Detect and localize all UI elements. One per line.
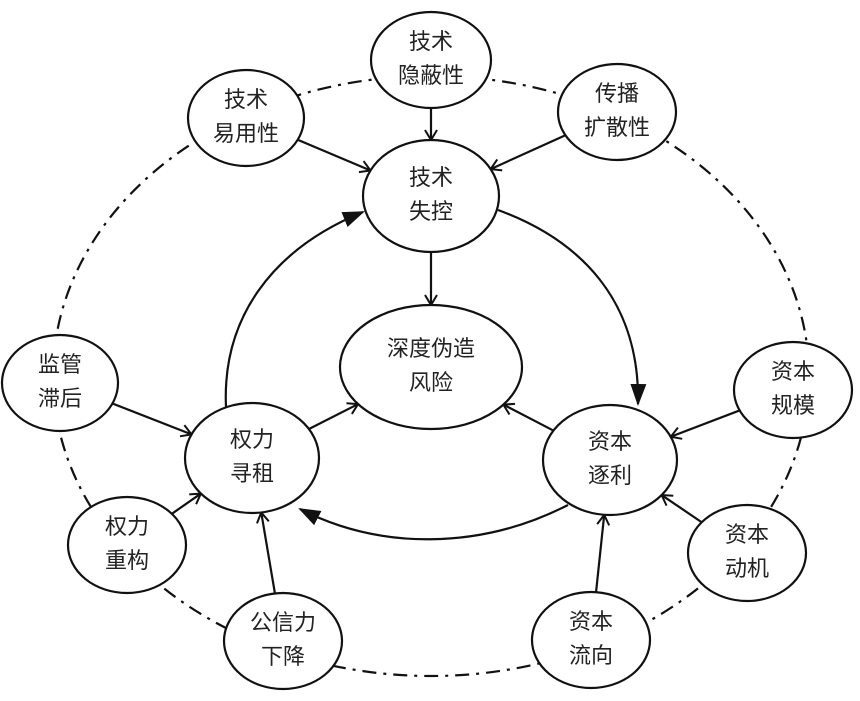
node-label-spread: 传播扩散性 bbox=[584, 78, 650, 146]
node-tech_ease bbox=[186, 68, 306, 168]
nodes bbox=[0, 10, 854, 691]
edge-tech_ease-to-tech_loss bbox=[297, 138, 373, 174]
edge-power_restructure-to-power_rent bbox=[171, 492, 203, 515]
node-label-line: 传播 bbox=[594, 82, 640, 107]
edge-capital_profit-to-power_rent bbox=[298, 504, 569, 541]
node-label-power_rent: 权力寻租 bbox=[230, 424, 274, 492]
edges bbox=[112, 108, 741, 594]
node-label-line: 资本 bbox=[724, 523, 770, 548]
node-label-line: 滞后 bbox=[37, 387, 83, 412]
node-label-line: 资本 bbox=[568, 610, 614, 635]
node-label-tech_ease: 技术易用性 bbox=[213, 84, 279, 152]
node-label-line: 动机 bbox=[724, 557, 770, 582]
edge-reg_lag-to-power_rent bbox=[112, 402, 194, 438]
node-tech_hidden bbox=[369, 10, 493, 110]
node-label-capital_flow: 资本流向 bbox=[569, 606, 613, 674]
node-label-tech_hidden: 技术隐蔽性 bbox=[398, 26, 464, 94]
node-capital_scale bbox=[732, 340, 854, 440]
node-label-capital_motive: 资本动机 bbox=[725, 519, 769, 587]
node-label-line: 深度伪造 bbox=[386, 337, 476, 362]
node-label-line: 易用性 bbox=[212, 122, 280, 147]
node-label-line: 风险 bbox=[408, 371, 454, 396]
node-power_restructure bbox=[66, 495, 188, 595]
node-label-line: 失控 bbox=[408, 200, 454, 225]
node-label-line: 逐利 bbox=[587, 464, 633, 489]
node-label-line: 资本 bbox=[587, 430, 633, 455]
node-label-line: 资本 bbox=[770, 360, 816, 385]
edge-capital_flow-to-capital_profit bbox=[594, 512, 611, 593]
edge-tech_loss-to-capital_profit bbox=[497, 208, 647, 406]
node-label-line: 技术 bbox=[223, 88, 269, 113]
node-credibility_drop bbox=[222, 591, 344, 691]
node-capital_motive bbox=[686, 503, 808, 603]
node-label-line: 技术 bbox=[408, 30, 454, 55]
node-label-credibility_drop: 公信力下降 bbox=[250, 607, 316, 675]
node-capital_flow bbox=[530, 590, 652, 690]
edge-capital_profit-to-deepfake_risk bbox=[501, 402, 554, 432]
node-label-line: 权力 bbox=[104, 515, 150, 540]
node-label-line: 流向 bbox=[568, 644, 614, 669]
node-spread bbox=[556, 62, 678, 162]
node-label-power_restructure: 权力重构 bbox=[105, 511, 149, 579]
edge-credibility_drop-to-power_rent bbox=[256, 510, 277, 594]
edge-spread-to-tech_loss bbox=[488, 134, 566, 172]
node-label-line: 扩散性 bbox=[583, 116, 651, 141]
node-deepfake_risk bbox=[338, 303, 524, 431]
node-label-line: 权力 bbox=[229, 428, 275, 453]
node-label-line: 下降 bbox=[260, 645, 306, 670]
node-tech_loss bbox=[361, 138, 501, 254]
node-reg_lag bbox=[0, 333, 120, 433]
edge-capital_scale-to-capital_profit bbox=[668, 409, 741, 440]
edge-power_rent-to-tech_loss bbox=[224, 210, 365, 408]
node-label-line: 监管 bbox=[37, 353, 83, 378]
node-label-line: 规模 bbox=[770, 394, 816, 419]
node-label-line: 公信力 bbox=[249, 611, 317, 636]
node-label-capital_scale: 资本规模 bbox=[771, 356, 815, 424]
node-label-tech_loss: 技术失控 bbox=[409, 162, 453, 230]
node-label-line: 重构 bbox=[104, 549, 150, 574]
node-label-capital_profit: 资本逐利 bbox=[588, 426, 632, 494]
edge-power_rent-to-deepfake_risk bbox=[308, 402, 360, 431]
node-capital_profit bbox=[541, 403, 679, 517]
node-label-reg_lag: 监管滞后 bbox=[38, 349, 82, 417]
node-label-line: 隐蔽性 bbox=[397, 64, 465, 89]
node-power_rent bbox=[183, 401, 321, 515]
node-label-deepfake_risk: 深度伪造风险 bbox=[387, 333, 475, 401]
edge-capital_motive-to-capital_profit bbox=[660, 493, 703, 524]
node-label-line: 技术 bbox=[408, 166, 454, 191]
node-label-line: 寻租 bbox=[229, 462, 275, 487]
